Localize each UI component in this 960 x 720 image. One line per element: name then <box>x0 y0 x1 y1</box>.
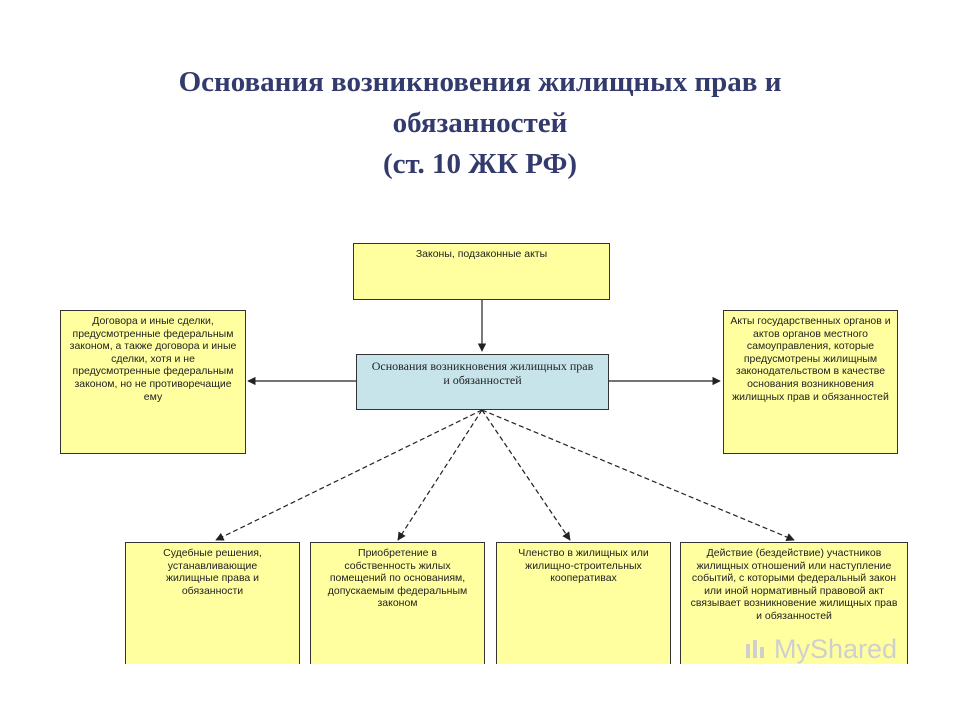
box-court-decisions: Судебные решения, устанавливающие жилищн… <box>125 542 300 664</box>
slide-title: Основания возникновения жилищных прав и … <box>100 62 860 185</box>
title-line-3: (ст. 10 ЖК РФ) <box>382 148 578 180</box>
watermark-text: MyShared <box>774 634 898 664</box>
box-government-acts: Акты государственных органов и актов орг… <box>723 310 898 454</box>
box-actions-events: Действие (бездействие) участников жилищн… <box>680 542 908 664</box>
box-cooperative-membership: Членство в жилищных или жилищно-строител… <box>496 542 671 664</box>
arrow-center-to-bottom-4 <box>481 409 795 541</box>
box-center: Основания возникновения жилищных прав и … <box>356 354 609 410</box>
title-line-1: Основания возникновения жилищных прав и <box>178 66 782 98</box>
arrow-center-to-bottom-1 <box>215 409 483 541</box>
box-contracts: Договора и иные сделки, предусмотренные … <box>60 310 246 454</box>
arrow-center-to-bottom-2 <box>397 409 483 541</box>
arrow-center-to-bottom-3 <box>481 409 571 541</box>
box-acquisition: Приобретение в собственность жилых помещ… <box>310 542 485 664</box>
watermark: MyShared <box>744 634 897 665</box>
box-laws: Законы, подзаконные акты <box>353 243 610 300</box>
watermark-logo-icon <box>746 640 764 658</box>
title-line-2: обязанностей <box>392 107 568 139</box>
